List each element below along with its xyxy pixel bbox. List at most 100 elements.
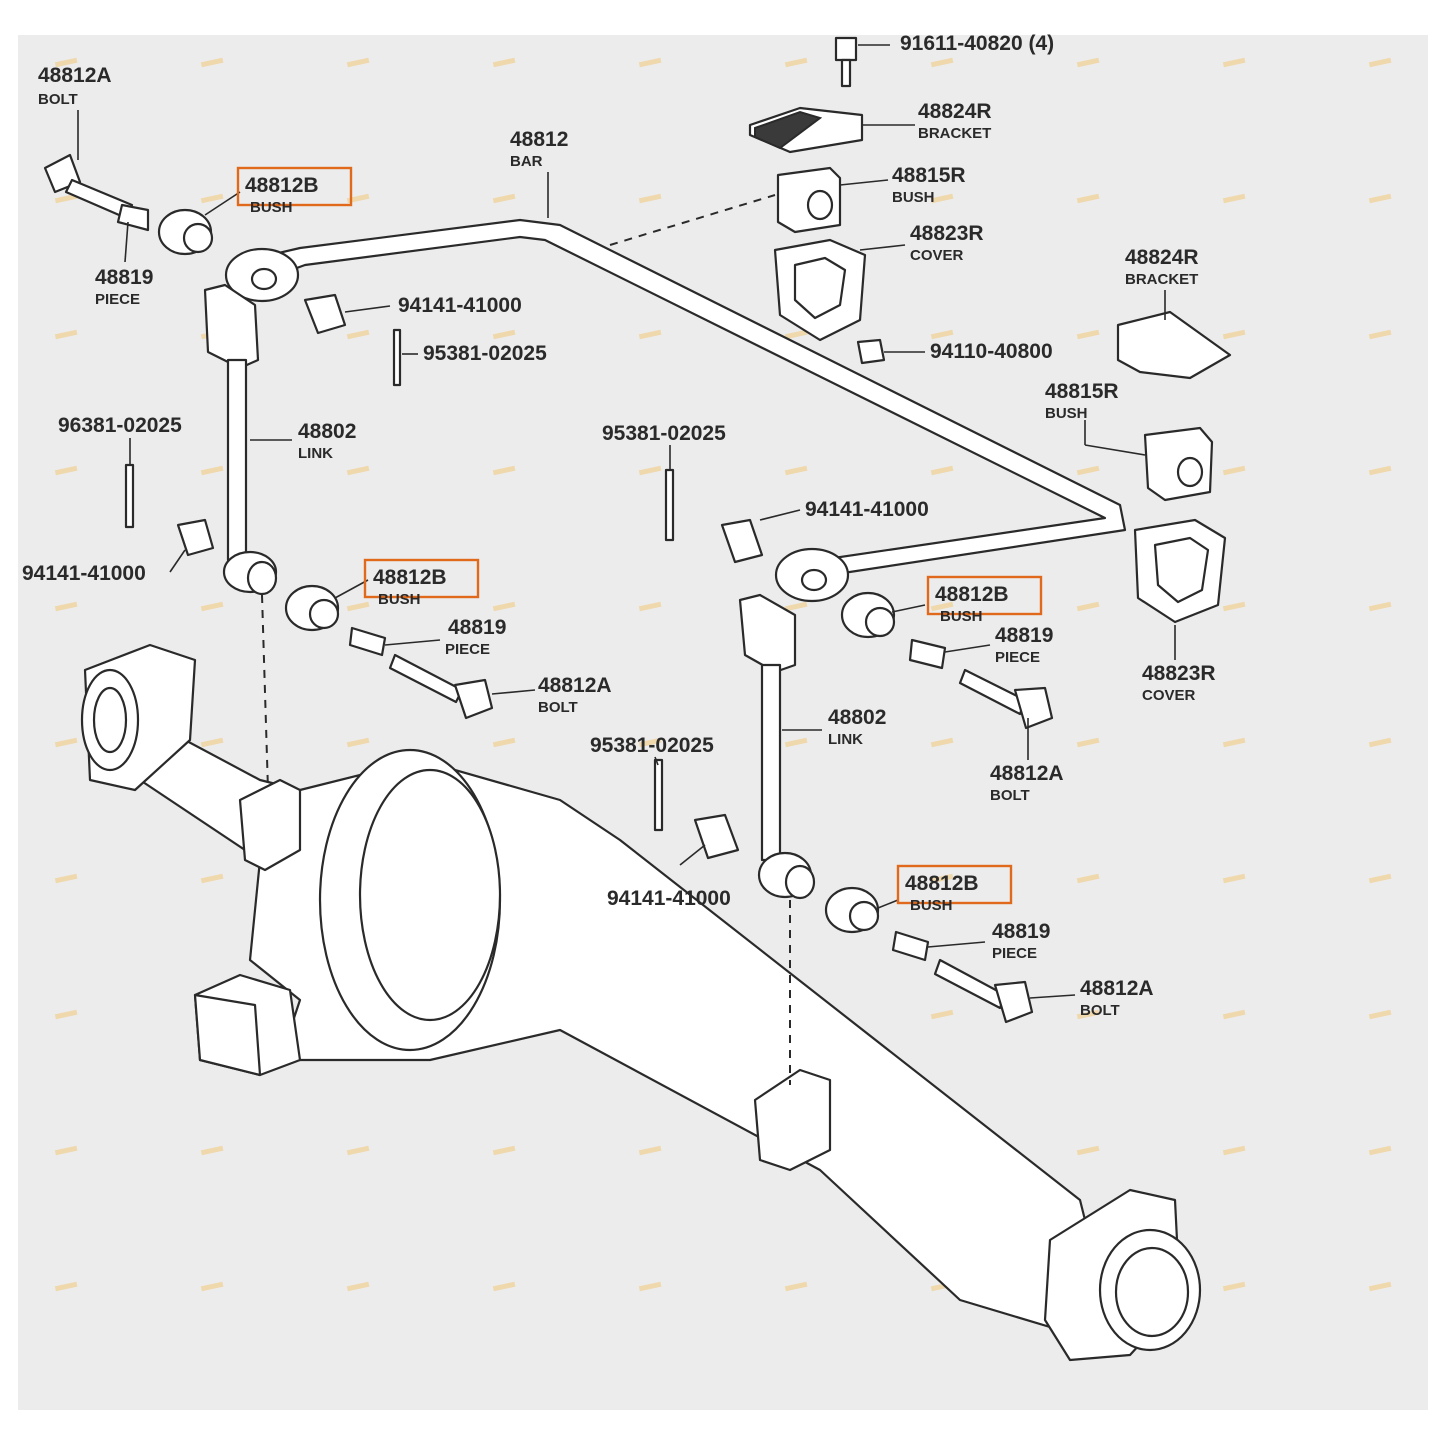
- watermark-dash: [1368, 1281, 1392, 1292]
- watermark-dash: [784, 465, 808, 476]
- part-name-label: BUSH: [940, 608, 983, 625]
- part-number-label: 95381-02025: [590, 734, 714, 757]
- link-left: [203, 283, 278, 596]
- watermark-dash: [638, 193, 662, 204]
- watermark-dash: [1368, 465, 1392, 476]
- part-labels: 48812A BOLT 48812B BUSH 48819 PIECE 4881…: [22, 32, 1216, 1019]
- axle-housing: [80, 643, 1202, 1362]
- watermark-dash: [1076, 601, 1100, 612]
- assembly-lines: [261, 194, 791, 1085]
- watermark-dash: [1368, 873, 1392, 884]
- watermark-dash: [492, 465, 516, 476]
- part-name-label: BUSH: [378, 591, 421, 608]
- part-name-label: BUSH: [250, 199, 293, 216]
- watermark-dash: [1222, 329, 1246, 340]
- watermark-dash: [784, 601, 808, 612]
- stabilizer-bar: [224, 218, 1127, 603]
- watermark-dash: [1368, 601, 1392, 612]
- watermark-dash: [346, 601, 370, 612]
- watermark-dash: [1222, 1281, 1246, 1292]
- watermark-dash: [930, 329, 954, 340]
- part-name-label: BAR: [510, 153, 543, 170]
- watermark-dash: [492, 1281, 516, 1292]
- watermark-dash: [1222, 193, 1246, 204]
- part-number-label: 48815R: [1045, 380, 1119, 403]
- part-number-label: 94110-40800: [930, 340, 1053, 363]
- watermark-dash: [1222, 465, 1246, 476]
- highlight-box: [926, 575, 1043, 616]
- watermark-dash: [784, 1281, 808, 1292]
- watermark-dash: [1368, 1009, 1392, 1020]
- watermark-dash: [346, 329, 370, 340]
- part-number-label: 91611-40820 (4): [900, 32, 1054, 55]
- watermark-dash: [1076, 1009, 1100, 1020]
- watermark-dash: [1222, 601, 1246, 612]
- part-number-label: 48823R: [910, 222, 984, 245]
- watermark-dash: [784, 329, 808, 340]
- watermark-dash: [200, 57, 224, 68]
- watermark-dash: [930, 465, 954, 476]
- part-name-label: BUSH: [1045, 405, 1088, 422]
- part-number-label: 95381-02025: [602, 422, 726, 445]
- watermark-dash: [638, 737, 662, 748]
- watermark-dash: [492, 193, 516, 204]
- watermark-dash: [1076, 329, 1100, 340]
- watermark-dash: [930, 193, 954, 204]
- highlight-box: [236, 166, 353, 207]
- part-name-label: PIECE: [95, 291, 140, 308]
- part-number-label: 48812: [510, 128, 568, 151]
- watermark-dash: [54, 465, 78, 476]
- part-number-label: 48815R: [892, 164, 966, 187]
- watermark-dash: [1222, 57, 1246, 68]
- watermark-dash: [930, 737, 954, 748]
- watermark-dash: [784, 57, 808, 68]
- watermark-dash: [1222, 873, 1246, 884]
- watermark-dash: [930, 601, 954, 612]
- watermark-dash: [200, 737, 224, 748]
- diagram-background: [18, 35, 1428, 1410]
- watermark-dash: [638, 329, 662, 340]
- watermark-dash: [346, 57, 370, 68]
- part-name-label: BOLT: [38, 91, 78, 108]
- part-number-label: 48812A: [990, 762, 1064, 785]
- watermark-dash: [54, 329, 78, 340]
- part-number-label: 94141-41000: [805, 498, 929, 521]
- part-number-label: 48819: [95, 266, 153, 289]
- watermark-dash: [930, 873, 954, 884]
- part-number-label: 94141-41000: [607, 887, 731, 910]
- part-name-label: LINK: [298, 445, 333, 462]
- part-number-label: 94141-41000: [398, 294, 522, 317]
- watermark-dash: [492, 737, 516, 748]
- watermark-dash: [346, 1281, 370, 1292]
- highlight-box: [363, 558, 480, 599]
- watermark-dash: [1368, 193, 1392, 204]
- watermark-dash: [1368, 1145, 1392, 1156]
- part-number-label: 48802: [298, 420, 356, 443]
- watermark-dash: [492, 601, 516, 612]
- part-number-label: 48824R: [918, 100, 992, 123]
- part-number-label: 48812A: [38, 64, 112, 87]
- part-number-label: 95381-02025: [423, 342, 547, 365]
- part-number-label: 48823R: [1142, 662, 1216, 685]
- part-name-label: COVER: [910, 247, 964, 264]
- watermark-dash: [54, 1009, 78, 1020]
- watermark-dash: [54, 601, 78, 612]
- watermark-dash: [1076, 737, 1100, 748]
- watermark-dash: [638, 57, 662, 68]
- watermark-dash: [930, 1009, 954, 1020]
- part-number-label: 94141-41000: [22, 562, 146, 585]
- watermark-dash: [930, 57, 954, 68]
- watermark-dash: [1076, 873, 1100, 884]
- watermark-dash: [492, 329, 516, 340]
- watermark-dash: [1222, 1009, 1246, 1020]
- watermark-dash: [1222, 737, 1246, 748]
- watermark-dash: [1076, 465, 1100, 476]
- part-name-label: PIECE: [995, 649, 1040, 666]
- watermark-dash: [346, 737, 370, 748]
- watermark-dash: [1368, 737, 1392, 748]
- part-number-label: 96381-02025: [58, 414, 182, 437]
- part-number-label: 48812B: [935, 583, 1009, 606]
- watermark-dash: [492, 57, 516, 68]
- part-name-label: COVER: [1142, 687, 1196, 704]
